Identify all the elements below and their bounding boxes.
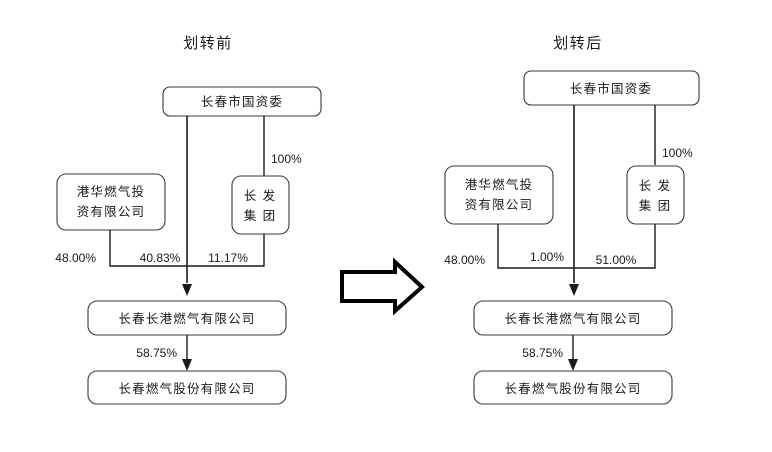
arrowhead-to-listco-after (568, 359, 578, 371)
node-towngas-after-label-line1: 港华燃气投 (465, 177, 534, 192)
block-arrow-right-icon (340, 257, 425, 316)
pct-sasac-to-changgang-before: 40.83% (140, 251, 181, 265)
panel-before-title: 划转前 (183, 34, 233, 52)
pct-changgang-to-listco-after: 58.75% (522, 346, 563, 360)
node-changgang-before-label: 长春长港燃气有限公司 (118, 311, 255, 326)
node-towngas-before-label-line1: 港华燃气投 (77, 184, 146, 199)
node-towngas-before (56, 173, 166, 231)
panel-before: 划转前 长春市国资委 100% 港华燃气投 资有限公司 长 发 集 团 48.0… (55, 34, 322, 405)
edge-towngas-to-changgang-before (109, 230, 187, 267)
node-gas-listco-before-label: 长春燃气股份有限公司 (118, 381, 255, 396)
node-changgang-after-label: 长春长港燃气有限公司 (504, 311, 641, 326)
node-sasac-before (162, 86, 322, 117)
node-changfa-after-label-line2: 集 团 (639, 198, 672, 213)
pct-towngas-to-changgang-after: 48.00% (444, 253, 485, 267)
node-gas-listco-after-label: 长春燃气股份有限公司 (504, 381, 641, 396)
node-changfa-before (231, 175, 290, 235)
pct-sasac-to-changgang-after: 1.00% (530, 250, 564, 264)
edge-towngas-to-changgang-after (497, 224, 574, 269)
node-gas-listco-after (473, 370, 673, 405)
node-changfa-before-label-line1: 长 发 (244, 188, 277, 203)
node-sasac-after-label: 长春市国资委 (570, 81, 652, 96)
node-sasac-before-label: 长春市国资委 (201, 94, 283, 109)
pct-towngas-to-changgang-before: 48.00% (55, 251, 96, 265)
arrowhead-to-listco-before (182, 359, 192, 371)
node-towngas-after-label-line2: 资有限公司 (465, 197, 534, 212)
panel-after: 划转后 长春市国资委 100% 港华燃气投 资有限公司 长 发 集 团 48.0… (444, 34, 700, 405)
arrowhead-to-changgang-before (182, 284, 192, 296)
pct-changfa-to-changgang-before: 11.17% (208, 251, 248, 265)
pct-sasac-to-changfa-before: 100% (271, 152, 302, 166)
panel-after-title: 划转后 (553, 34, 603, 52)
node-changfa-after-label-line1: 长 发 (639, 178, 672, 193)
pct-sasac-to-changfa-after: 100% (662, 146, 693, 160)
node-towngas-before-label-line2: 资有限公司 (77, 204, 146, 219)
node-changfa-before-label-line2: 集 团 (244, 208, 277, 223)
edge-changfa-to-changgang-after (574, 224, 656, 269)
node-changfa-after (626, 165, 685, 225)
pct-changfa-to-changgang-after: 51.00% (596, 253, 637, 267)
pct-changgang-to-listco-before: 58.75% (136, 346, 177, 360)
node-gas-listco-before (87, 370, 287, 405)
node-sasac-after (523, 70, 700, 106)
arrowhead-to-changgang-after (569, 284, 579, 296)
edge-changfa-to-changgang-before (187, 234, 265, 267)
node-towngas-after (444, 165, 554, 225)
